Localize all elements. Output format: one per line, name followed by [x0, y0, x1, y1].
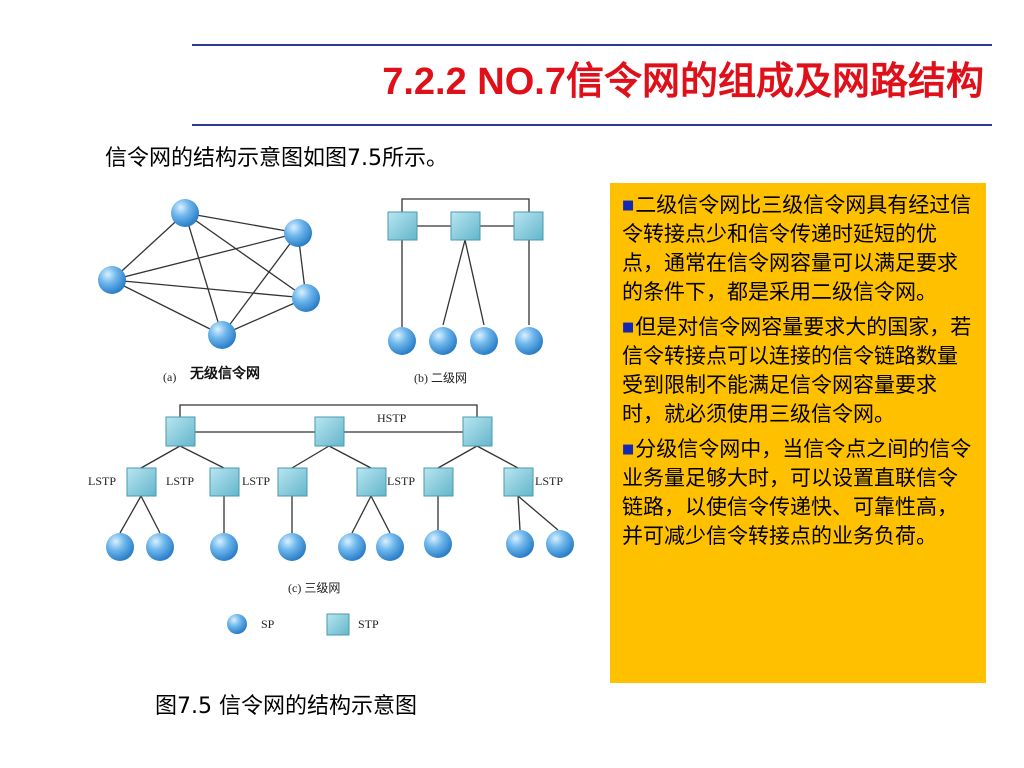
stp-node — [387, 211, 418, 241]
note-paragraph: ■二级信令网比三级信令网具有经过信令转接点少和信令传递时延短的优点，通常在信令网… — [622, 191, 976, 307]
figure-caption: 图7.5 信令网的结构示意图 — [155, 694, 417, 719]
sp-node — [376, 533, 404, 561]
sp-node — [292, 284, 320, 312]
sp-node — [546, 530, 574, 558]
sp-node — [515, 327, 543, 355]
lstp-node — [356, 467, 387, 497]
label-lstp: LSTP — [166, 474, 194, 488]
three-level-lstp-nodes — [126, 467, 534, 497]
label-a-prefix: (a) — [163, 370, 176, 384]
notes-panel: ■二级信令网比三级信令网具有经过信令转接点少和信令传递时延短的优点，通常在信令网… — [610, 183, 986, 683]
sp-node — [470, 327, 498, 355]
sp-node — [208, 321, 236, 349]
header-rule-top — [192, 44, 992, 46]
hstp-node — [462, 416, 493, 447]
bullet-icon: ■ — [622, 198, 635, 213]
label-lstp: LSTP — [387, 474, 415, 488]
sp-node — [429, 327, 457, 355]
sp-node — [338, 533, 366, 561]
intro-text: 信令网的结构示意图如图7.5所示。 — [105, 146, 448, 171]
two-level-sp-nodes — [388, 327, 543, 355]
legend-stp-icon — [326, 613, 350, 636]
sp-node — [506, 530, 534, 558]
sp-node — [146, 533, 174, 561]
lstp-node — [423, 467, 454, 497]
three-level-sp-nodes — [106, 530, 574, 561]
label-b: (b) 二级网 — [414, 371, 467, 385]
lstp-node — [126, 467, 157, 497]
label-lstp: LSTP — [242, 474, 270, 488]
three-level-labels: HSTP LSTP LSTP LSTP LSTP LSTP (c) 三级网 — [88, 411, 563, 595]
bullet-icon: ■ — [622, 442, 635, 457]
mesh-network — [111, 212, 307, 336]
signaling-network-diagram: (a) 无级信令网 (b) 二级网 — [88, 198, 574, 636]
sp-node — [210, 533, 238, 561]
title-number: 7.2.2 NO.7 — [382, 61, 566, 103]
sp-node — [171, 199, 199, 227]
label-hstp: HSTP — [377, 411, 407, 425]
two-level-stp-nodes — [387, 211, 544, 241]
legend: SP STP — [227, 613, 379, 636]
note-text: 二级信令网比三级信令网具有经过信令转接点少和信令传递时延短的优点，通常在信令网容… — [622, 193, 972, 304]
sp-node — [284, 219, 312, 247]
note-text: 分级信令网中，当信令点之间的信令业务量足够大时，可以设置直联信令链路，以使信令传… — [622, 437, 972, 548]
hstp-node — [165, 416, 196, 447]
lstp-node — [503, 467, 534, 497]
legend-sp-icon — [227, 614, 247, 634]
note-paragraph: ■但是对信令网容量要求大的国家，若信令转接点可以连接的信令链路数量受到限制不能满… — [622, 313, 976, 429]
sp-node — [278, 533, 306, 561]
sp-node — [98, 266, 126, 294]
sp-node — [388, 327, 416, 355]
sp-node — [106, 533, 134, 561]
lstp-node — [209, 467, 240, 497]
three-level-hstp-nodes — [165, 416, 493, 447]
header-rule-bottom — [192, 124, 992, 126]
label-lstp: LSTP — [535, 474, 563, 488]
note-paragraph: ■分级信令网中，当信令点之间的信令业务量足够大时，可以设置直联信令链路，以使信令… — [622, 435, 976, 551]
stp-node — [450, 211, 481, 241]
label-c: (c) 三级网 — [288, 581, 340, 595]
label-a-text: 无级信令网 — [189, 365, 260, 382]
label-lstp: LSTP — [88, 474, 116, 488]
two-level-network — [401, 198, 530, 335]
sp-node — [424, 530, 452, 558]
legend-sp-label: SP — [261, 617, 275, 631]
bullet-icon: ■ — [622, 320, 635, 335]
title-text: 信令网的组成及网路结构 — [565, 58, 984, 103]
stp-node — [513, 211, 544, 241]
legend-stp-label: STP — [358, 617, 379, 631]
mesh-sp-nodes — [98, 199, 320, 349]
page-title: 7.2.2 NO.7信令网的组成及网路结构 — [382, 50, 984, 105]
hstp-node — [314, 416, 345, 447]
note-text: 但是对信令网容量要求大的国家，若信令转接点可以连接的信令链路数量受到限制不能满足… — [622, 315, 972, 426]
lstp-node — [277, 467, 308, 497]
